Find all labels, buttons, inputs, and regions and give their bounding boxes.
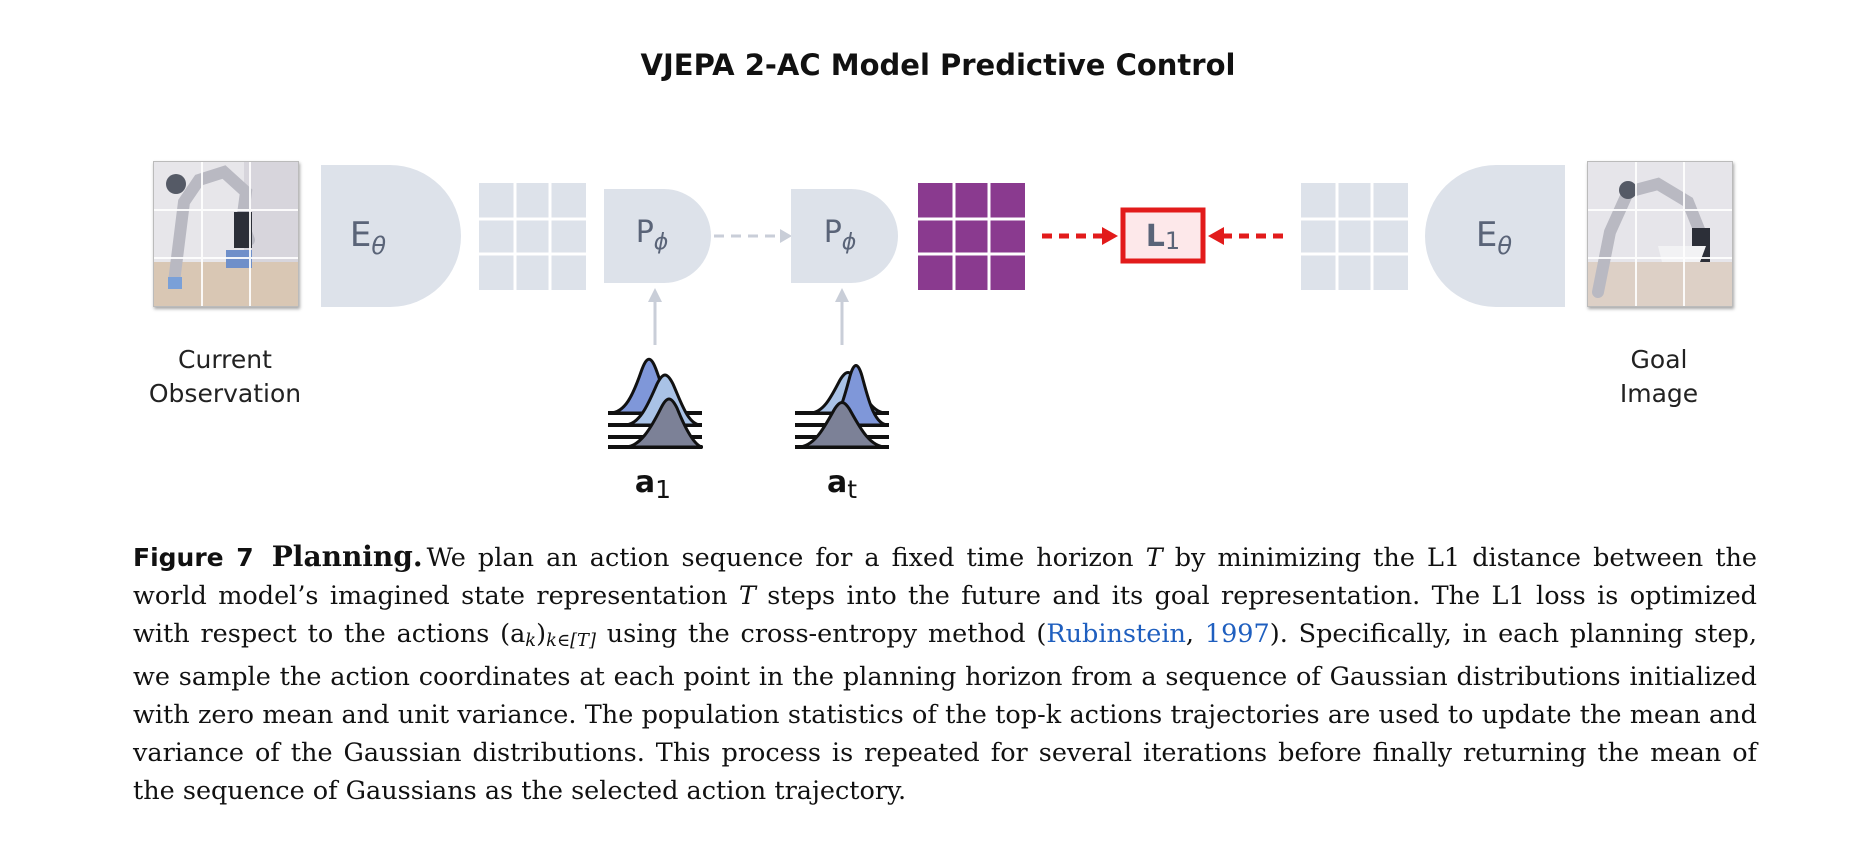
predictor-block-2: Pϕ [791, 189, 898, 283]
gaussian-distributions-t [795, 364, 889, 449]
caption-math-actions: (ak)k∈[T] [500, 618, 596, 651]
action-arrow-t [835, 288, 849, 345]
predictor-2-sub: ϕ [842, 230, 857, 255]
action-t-label-group: at [827, 465, 857, 504]
predictor-2-label: P [824, 215, 842, 250]
action-t-sub: t [847, 475, 857, 504]
encoder-left-sub: θ [371, 232, 386, 260]
caption-math-sub: k [525, 629, 537, 651]
loss-arrow-right [1208, 227, 1284, 245]
goal-image-label: Goal Image [1559, 343, 1759, 411]
loss-box: L1 [1120, 207, 1206, 264]
citation-author-link[interactable]: Rubinstein [1046, 618, 1186, 649]
citation-separator: , [1185, 618, 1205, 649]
action-t-label: a [827, 465, 847, 500]
caption-math-T2: T [738, 580, 756, 611]
loss-sub: 1 [1165, 227, 1180, 255]
gaussian-distributions-1 [608, 357, 704, 449]
current-label-line-1: Current [178, 345, 272, 374]
figure-caption: Figure 7 Planning.We plan an action sequ… [133, 538, 1757, 811]
caption-text-5: ). Specifically, in each planning step, … [133, 618, 1757, 806]
encoder-block-left: Eθ [321, 165, 461, 307]
current-observation-image [153, 161, 299, 307]
caption-text-1: We plan an action sequence for a fixed t… [426, 543, 1146, 573]
token-grid-gray-right [1301, 183, 1408, 290]
robot-arm-photo-current [154, 162, 298, 306]
goal-label-line-1: Goal [1630, 345, 1688, 374]
caption-text-2: by minimizing the L1 distance between th… [133, 543, 1757, 611]
diagram-svg: Eθ Pϕ Pϕ [321, 165, 1565, 504]
action-1-sub: 1 [655, 475, 671, 504]
figure-number: Figure 7 [133, 543, 254, 572]
predictor-block-1: Pϕ [604, 189, 711, 283]
robot-arm-photo-goal [1588, 162, 1732, 306]
encoder-right-label: E [1476, 215, 1497, 255]
caption-math-range: k∈[T] [546, 629, 596, 651]
predictor-1-sub: ϕ [654, 230, 669, 255]
loss-label: L [1146, 219, 1165, 254]
encoder-block-right: Eθ [1425, 165, 1565, 307]
svg-text:Eθ: Eθ [1476, 215, 1512, 260]
svg-text:Pϕ: Pϕ [636, 215, 669, 255]
current-label-line-2: Observation [148, 379, 302, 408]
citation-year-link[interactable]: 1997 [1204, 618, 1270, 649]
diagram-title: VJEPA 2-AC Model Predictive Control [640, 48, 1236, 82]
action-1-label: a [635, 465, 655, 500]
caption-text-3: steps into the future and its goal repre… [133, 580, 1757, 649]
action-1-label-group: a1 [635, 465, 671, 504]
caption-text-4: using the cross-entropy method ( [595, 618, 1047, 649]
svg-text:L1: L1 [1146, 219, 1180, 255]
caption-header: Planning. [271, 540, 423, 573]
caption-math-T1: T [1145, 543, 1163, 573]
encoder-left-label: E [350, 215, 371, 255]
svg-text:Pϕ: Pϕ [824, 215, 857, 255]
current-observation-label: Current Observation [125, 343, 325, 411]
caption-math-open: (a [500, 618, 526, 649]
token-grid-gray-left [479, 183, 586, 290]
token-grid-purple [918, 183, 1025, 290]
dashed-arrow-predictors [714, 229, 792, 243]
caption-math-close: ) [536, 618, 547, 649]
encoder-right-sub: θ [1497, 232, 1512, 260]
svg-text:Eθ: Eθ [350, 215, 386, 260]
loss-arrow-left [1042, 227, 1118, 245]
goal-image [1587, 161, 1733, 307]
goal-label-line-2: Image [1619, 379, 1699, 408]
action-arrow-1 [648, 288, 662, 345]
predictor-1-label: P [636, 215, 654, 250]
